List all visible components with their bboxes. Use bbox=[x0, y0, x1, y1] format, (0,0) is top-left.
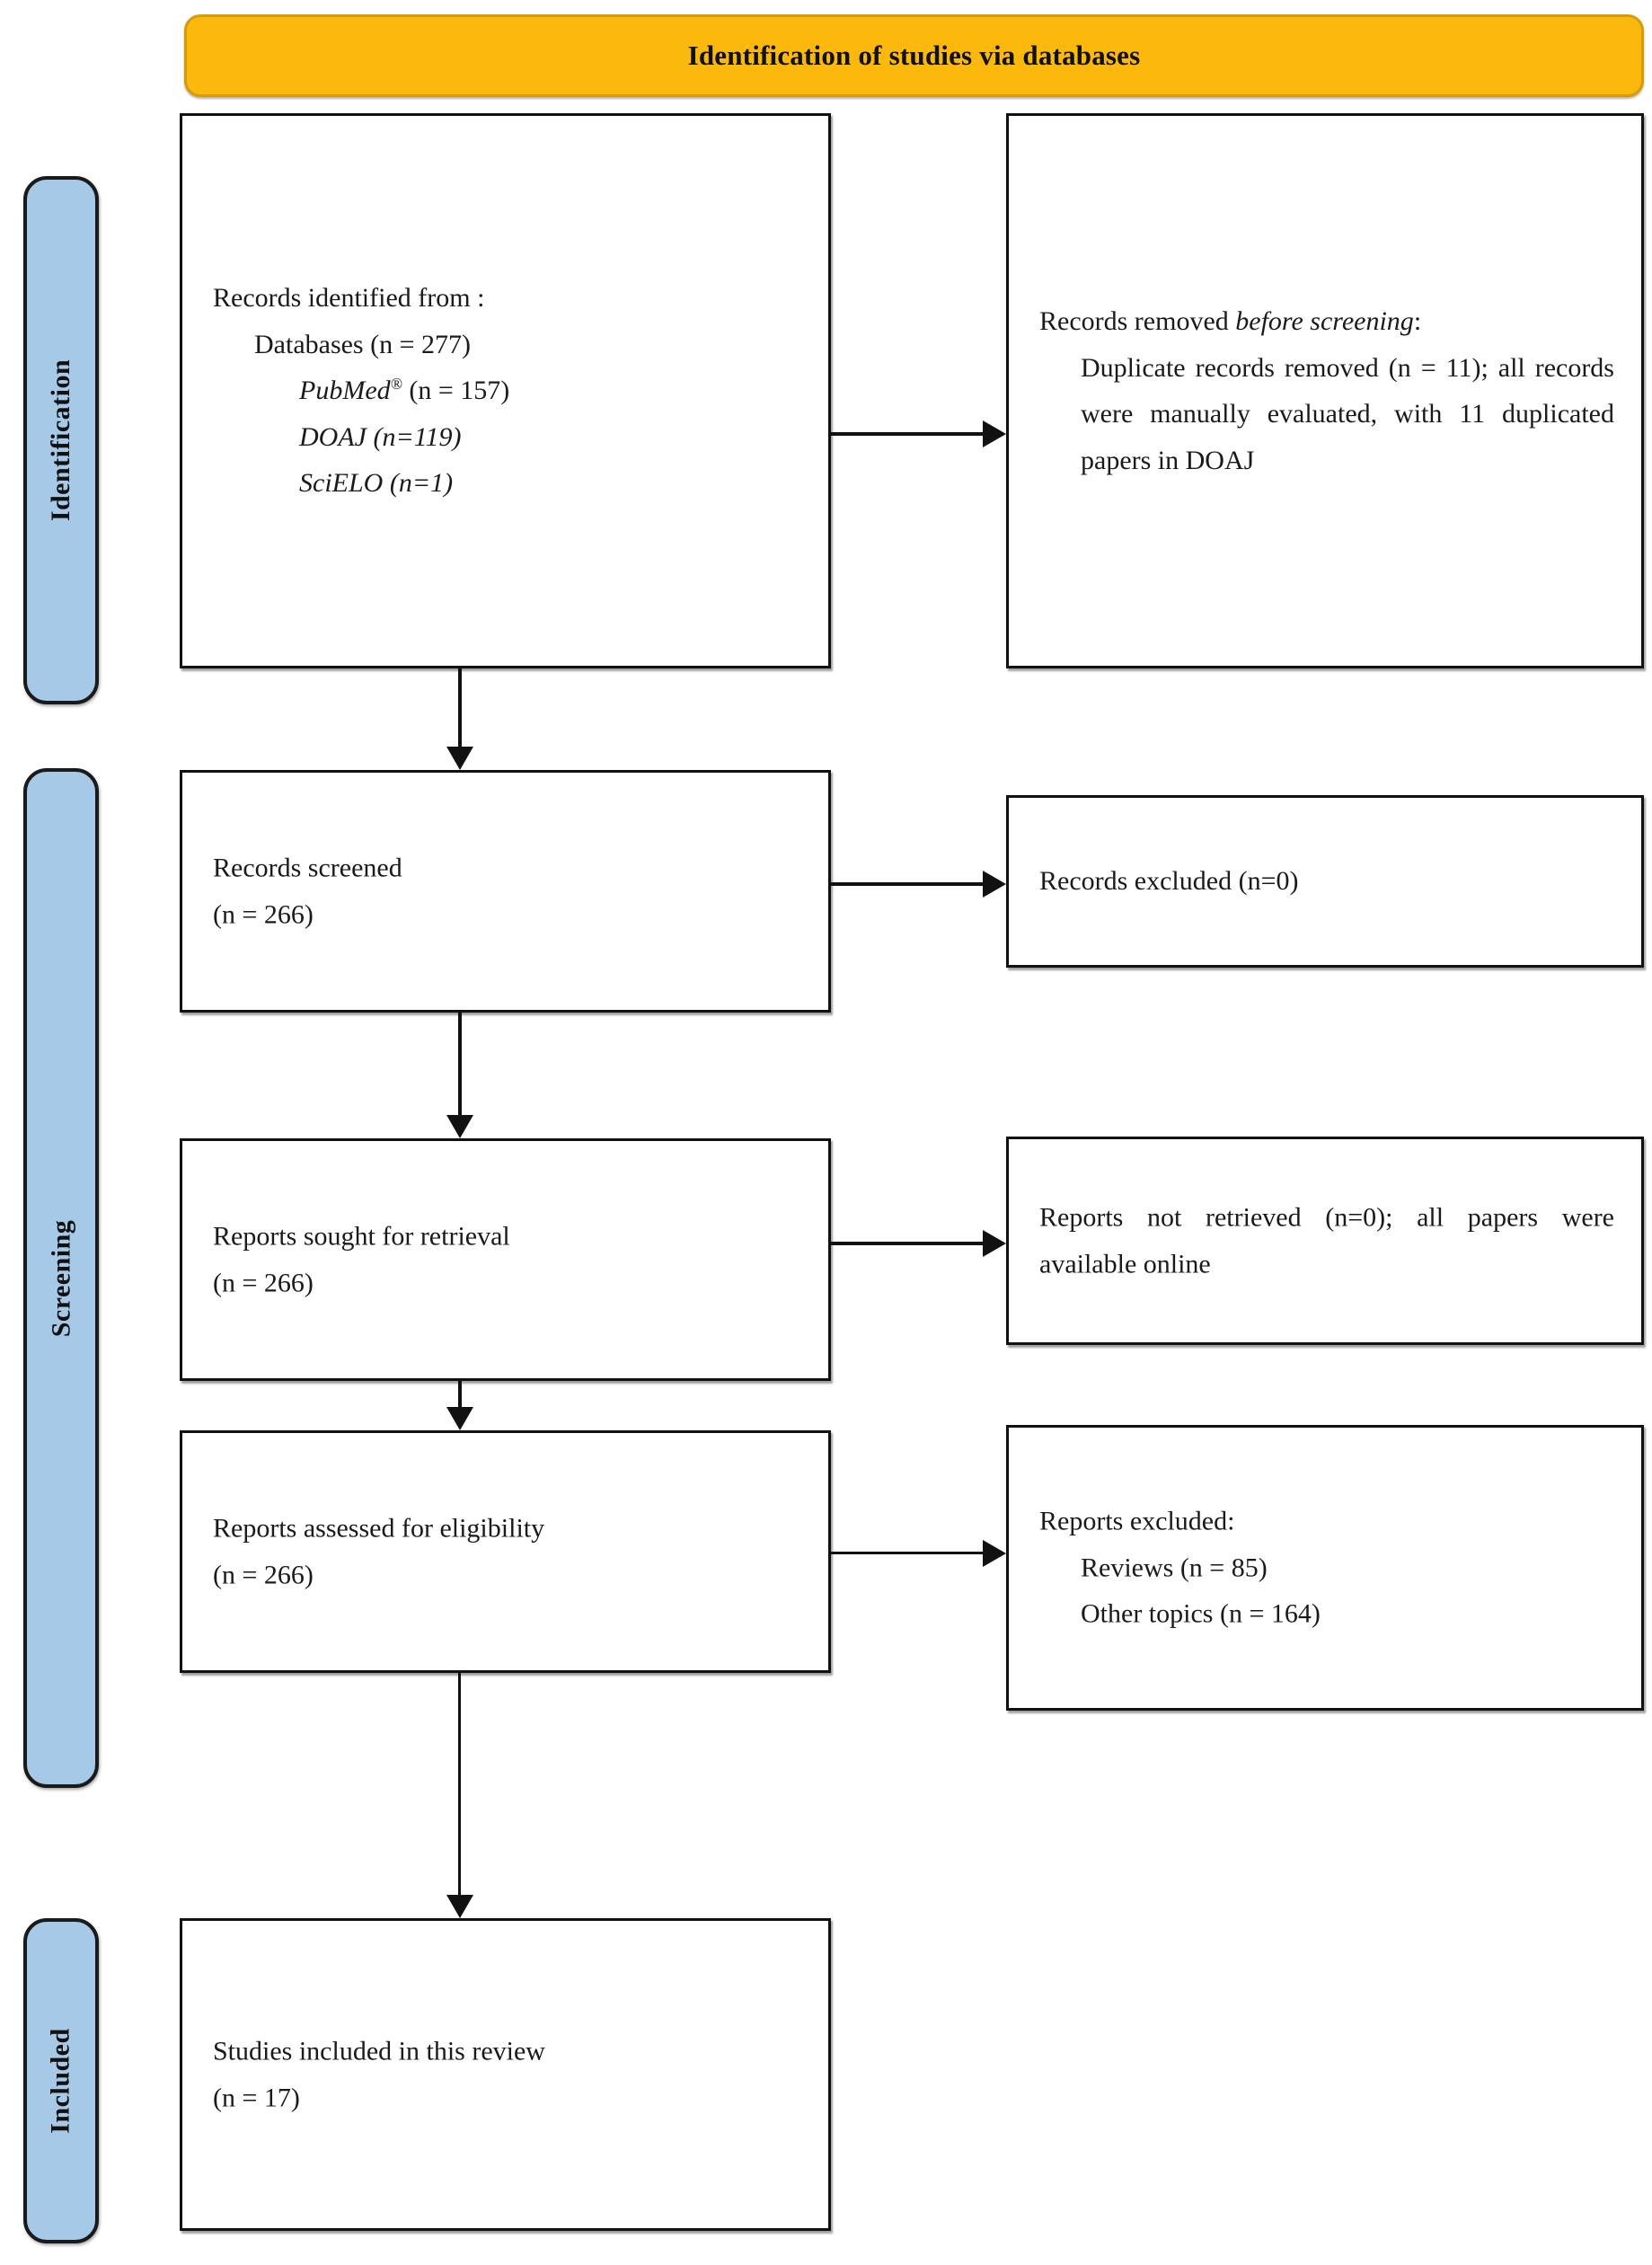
scielo-name: SciELO bbox=[299, 468, 384, 499]
page-title: Identification of studies via databases bbox=[687, 40, 1141, 71]
arrow-head-icon bbox=[983, 1230, 1006, 1257]
records-identified-scielo: SciELO (n=1) bbox=[213, 460, 801, 507]
records-identified-line1: Records identified from : bbox=[213, 283, 485, 314]
box-studies-included-body: Studies included in this review (n = 17) bbox=[213, 2028, 801, 2120]
records-excluded-label: Records excluded (n=0) bbox=[1039, 866, 1299, 897]
phase-label-screening: Screening bbox=[23, 768, 99, 1788]
arrow-stem bbox=[458, 668, 462, 748]
reports-excluded-reviews: Reviews (n = 85) bbox=[1081, 1553, 1268, 1583]
box-reports-sought-body: Reports sought for retrieval (n = 266) bbox=[213, 1213, 801, 1305]
arrow-sought-to-not-retrieved bbox=[831, 1230, 1006, 1257]
box-records-screened-body: Records screened (n = 266) bbox=[213, 845, 801, 937]
arrow-sought-to-assessed bbox=[446, 1381, 473, 1430]
reports-assessed-count: (n = 266) bbox=[213, 1560, 314, 1589]
box-reports-not-retrieved-body: Reports not retrieved (n=0); all papers … bbox=[1039, 1194, 1614, 1287]
arrow-identified-to-removed bbox=[831, 420, 1006, 447]
arrow-stem bbox=[831, 432, 985, 436]
records-identified-pubmed: PubMed® (n = 157) bbox=[213, 367, 801, 414]
arrow-identified-to-screened bbox=[446, 668, 473, 770]
records-removed-heading: Records removed before screening: bbox=[1039, 298, 1614, 345]
arrow-head-icon bbox=[446, 747, 473, 770]
pubmed-name: PubMed bbox=[299, 376, 391, 406]
phase-label-identification: Identification bbox=[23, 176, 99, 704]
box-records-identified: Records identified from : Databases (n =… bbox=[180, 113, 831, 668]
box-records-excluded-body: Records excluded (n=0) bbox=[1039, 858, 1614, 905]
arrow-assessed-to-reports-excluded bbox=[831, 1540, 1006, 1567]
box-reports-assessed-body: Reports assessed for eligibility (n = 26… bbox=[213, 1505, 801, 1597]
box-records-removed-body: Records removed before screening: Duplic… bbox=[1039, 298, 1614, 483]
doaj-name: DOAJ bbox=[299, 421, 367, 452]
arrow-head-icon bbox=[983, 871, 1006, 898]
header-banner: Identification of studies via databases bbox=[184, 14, 1644, 97]
box-records-removed: Records removed before screening: Duplic… bbox=[1006, 113, 1644, 668]
reports-sought-label: Reports sought for retrieval bbox=[213, 1221, 510, 1252]
arrow-stem bbox=[831, 882, 985, 886]
phase-label-included-text: Included bbox=[46, 2028, 76, 2134]
records-removed-lead: Records removed bbox=[1039, 305, 1236, 336]
arrow-stem bbox=[831, 1242, 985, 1245]
arrow-screened-to-sought bbox=[446, 1013, 473, 1138]
studies-included-label: Studies included in this review bbox=[213, 2036, 545, 2066]
records-removed-detail: Duplicate records removed (n = 11); all … bbox=[1081, 352, 1614, 475]
arrow-stem bbox=[458, 1381, 462, 1409]
box-reports-sought: Reports sought for retrieval (n = 266) bbox=[180, 1138, 831, 1381]
reports-excluded-heading: Reports excluded: bbox=[1039, 1506, 1235, 1536]
box-records-excluded: Records excluded (n=0) bbox=[1006, 795, 1644, 968]
records-removed-emphasis: before screening bbox=[1235, 305, 1414, 336]
scielo-count: (n=1) bbox=[383, 468, 454, 499]
arrow-assessed-to-included bbox=[446, 1673, 473, 1918]
phase-label-identification-text: Identification bbox=[46, 358, 75, 522]
reports-sought-count: (n = 266) bbox=[213, 1268, 314, 1297]
arrow-screened-to-records-excluded bbox=[831, 871, 1006, 898]
pubmed-count: (n = 157) bbox=[402, 376, 510, 406]
arrow-stem bbox=[458, 1673, 461, 1897]
box-studies-included: Studies included in this review (n = 17) bbox=[180, 1918, 831, 2231]
arrow-head-icon bbox=[446, 1115, 473, 1138]
arrow-stem bbox=[831, 1552, 985, 1554]
records-screened-label: Records screened bbox=[213, 853, 402, 883]
arrow-head-icon bbox=[446, 1895, 473, 1918]
reports-excluded-other-topics: Other topics (n = 164) bbox=[1081, 1598, 1321, 1629]
arrow-head-icon bbox=[983, 1540, 1006, 1567]
box-reports-assessed: Reports assessed for eligibility (n = 26… bbox=[180, 1430, 831, 1673]
registered-mark-icon: ® bbox=[390, 375, 402, 394]
arrow-stem bbox=[458, 1013, 462, 1117]
records-screened-count: (n = 266) bbox=[213, 899, 314, 929]
arrow-head-icon bbox=[446, 1407, 473, 1430]
phase-label-included: Included bbox=[23, 1918, 99, 2243]
reports-not-retrieved-text: Reports not retrieved (n=0); all papers … bbox=[1039, 1202, 1614, 1278]
box-reports-excluded-body: Reports excluded: Reviews (n = 85) Other… bbox=[1039, 1499, 1614, 1638]
records-removed-colon: : bbox=[1413, 305, 1422, 336]
records-identified-databases: Databases (n = 277) bbox=[254, 329, 472, 359]
records-identified-doaj: DOAJ (n=119) bbox=[213, 414, 801, 461]
doaj-count: (n=119) bbox=[366, 421, 462, 452]
box-reports-not-retrieved: Reports not retrieved (n=0); all papers … bbox=[1006, 1137, 1644, 1345]
box-records-identified-body: Records identified from : Databases (n =… bbox=[213, 275, 801, 507]
box-records-screened: Records screened (n = 266) bbox=[180, 770, 831, 1013]
phase-label-screening-text: Screening bbox=[46, 1219, 76, 1337]
arrow-head-icon bbox=[983, 420, 1006, 447]
reports-assessed-label: Reports assessed for eligibility bbox=[213, 1513, 545, 1544]
box-reports-excluded: Reports excluded: Reviews (n = 85) Other… bbox=[1006, 1425, 1644, 1711]
studies-included-count: (n = 17) bbox=[213, 2083, 300, 2112]
